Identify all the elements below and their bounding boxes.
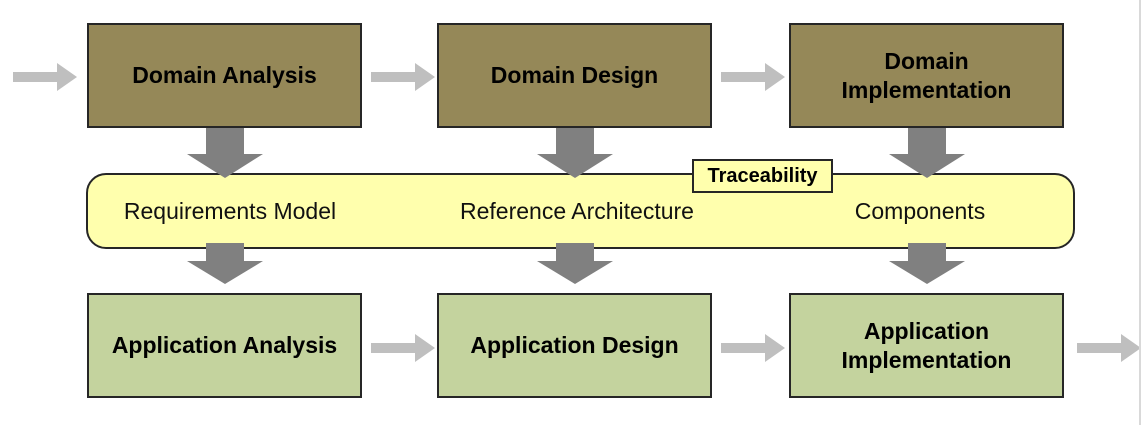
right-arrow-icon bbox=[721, 334, 785, 362]
application-analysis-label: Application Analysis bbox=[111, 332, 338, 359]
domain-analysis-label: Domain Analysis bbox=[132, 62, 317, 89]
right-arrow-icon bbox=[371, 63, 435, 91]
application-design-label: Application Design bbox=[470, 332, 679, 359]
traceability-tag-label: Traceability bbox=[707, 164, 818, 187]
reference-architecture-label: Reference Architecture bbox=[460, 197, 694, 224]
domain-implementation-label: Domain Implementation bbox=[841, 47, 1012, 103]
down-arrow-domain-analysis-to-band bbox=[187, 128, 263, 178]
right-arrow-icon bbox=[371, 334, 435, 362]
domain-design-label: Domain Design bbox=[490, 62, 659, 89]
flow-in-arrow bbox=[13, 63, 77, 91]
down-arrow-domain-design-to-band bbox=[537, 128, 613, 178]
down-arrow-icon bbox=[187, 243, 263, 284]
down-arrow-icon bbox=[537, 243, 613, 284]
reference-architecture-item: Reference Architecture bbox=[427, 173, 727, 249]
down-arrow-icon bbox=[537, 128, 613, 178]
down-arrow-domain-implementation-to-band bbox=[889, 128, 965, 178]
right-arrow-icon bbox=[13, 63, 77, 91]
down-arrow-band-to-application-analysis bbox=[187, 243, 263, 284]
down-arrow-band-to-application-design bbox=[537, 243, 613, 284]
flow-arrow-application-analysis-to-design bbox=[371, 334, 435, 362]
traceability-tag: Traceability bbox=[692, 159, 833, 193]
application-implementation-box: Application Implementation bbox=[789, 293, 1064, 398]
domain-design-box: Domain Design bbox=[437, 23, 712, 128]
flow-arrow-domain-design-to-implementation bbox=[721, 63, 785, 91]
flow-out-arrow bbox=[1077, 334, 1141, 362]
application-design-box: Application Design bbox=[437, 293, 712, 398]
domain-analysis-box: Domain Analysis bbox=[87, 23, 362, 128]
down-arrow-icon bbox=[187, 128, 263, 178]
domain-implementation-box: Domain Implementation bbox=[789, 23, 1064, 128]
components-item: Components bbox=[770, 173, 1070, 249]
components-label: Components bbox=[854, 197, 986, 224]
requirements-model-item: Requirements Model bbox=[80, 173, 380, 249]
application-implementation-label: Application Implementation bbox=[841, 317, 1012, 373]
right-arrow-icon bbox=[721, 63, 785, 91]
down-arrow-icon bbox=[889, 243, 965, 284]
down-arrow-icon bbox=[889, 128, 965, 178]
flow-arrow-domain-analysis-to-design bbox=[371, 63, 435, 91]
requirements-model-label: Requirements Model bbox=[123, 197, 337, 224]
down-arrow-band-to-application-implementation bbox=[889, 243, 965, 284]
application-analysis-box: Application Analysis bbox=[87, 293, 362, 398]
right-arrow-icon bbox=[1077, 334, 1141, 362]
page-edge-line bbox=[1139, 0, 1141, 425]
flow-arrow-application-design-to-implementation bbox=[721, 334, 785, 362]
